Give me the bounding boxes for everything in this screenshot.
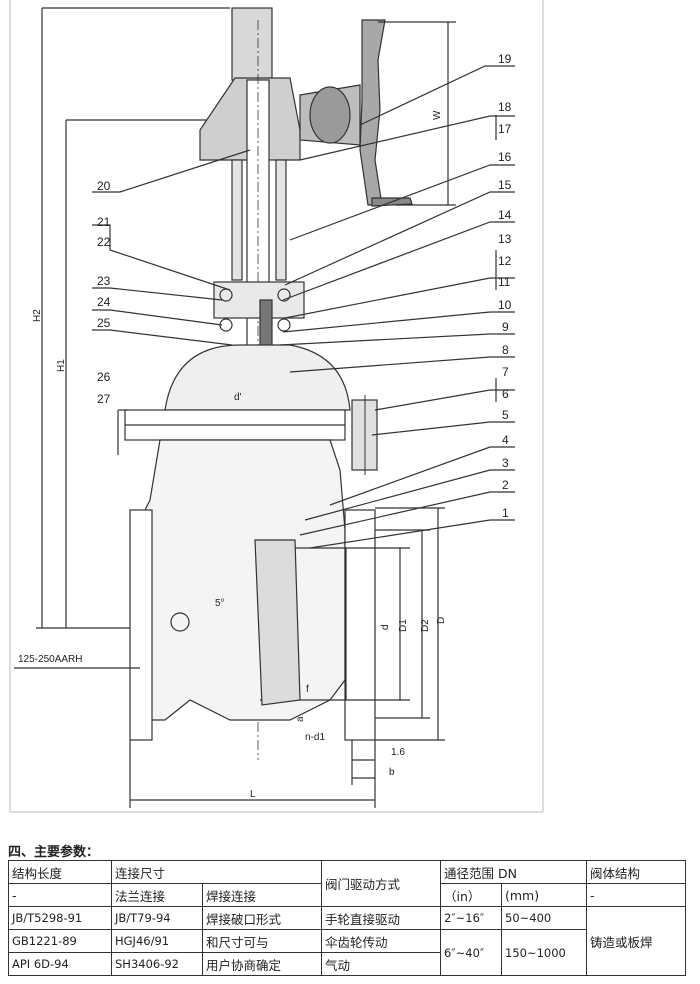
header-mm: (mm) — [501, 883, 587, 907]
cell-dash: - — [8, 883, 112, 907]
cell-mm-1: 50~400 — [501, 906, 587, 930]
part-label-3: 3 — [502, 456, 509, 470]
parameter-table: 结构长度 连接尺寸 阀门驱动方式 通径范围 DN 阀体结构 - 法兰连接 焊接连… — [8, 860, 686, 976]
part-label-12: 12 — [498, 254, 512, 268]
dim-b: b — [389, 767, 395, 778]
dim-H2: H2 — [32, 309, 43, 322]
header-length: 结构长度 — [8, 860, 112, 884]
cell-flange-2: HGJ46/91 — [111, 929, 203, 953]
header-body: 阀体结构 — [586, 860, 686, 884]
cell-weld-2: 和尺寸可与 — [202, 929, 322, 953]
part-label-26: 26 — [97, 370, 111, 384]
part-label-20: 20 — [97, 179, 111, 193]
part-label-22: 22 — [97, 235, 111, 249]
part-label-24: 24 — [97, 295, 111, 309]
dim-D: D — [436, 617, 447, 624]
header-drive: 阀门驱动方式 — [321, 860, 441, 907]
part-label-13: 13 — [498, 232, 512, 246]
cell-drive-1: 手轮直接驱动 — [321, 906, 441, 930]
part-label-25: 25 — [97, 316, 111, 330]
part-label-27: 27 — [97, 392, 111, 406]
dim-angle: 5° — [215, 598, 225, 609]
cell-weld-3: 用户协商确定 — [202, 952, 322, 976]
dim-H1: H1 — [56, 359, 67, 372]
gate-valve-section-drawing: 19 18 17 16 15 14 13 12 11 10 9 8 7 6 5 … — [9, 0, 544, 813]
cell-in-2: 6″~40″ — [440, 929, 502, 976]
table-row: API 6D-94 SH3406-92 用户协商确定 气动 — [8, 952, 686, 976]
part-label-10: 10 — [498, 298, 512, 312]
cell-weld-1: 焊接破口形式 — [202, 906, 322, 930]
seal-mark: f — [306, 684, 309, 695]
cell-flange-3: SH3406-92 — [111, 952, 203, 976]
table-row: GB1221-89 HGJ46/91 和尺寸可与 伞齿轮传动 6″~40″ 15… — [8, 929, 686, 976]
dim-a: a — [295, 716, 306, 722]
dim-D1: D1 — [398, 619, 409, 632]
part-label-8: 8 — [502, 343, 509, 357]
part-label-14: 14 — [498, 208, 512, 222]
table-row: 结构长度 连接尺寸 阀门驱动方式 通径范围 DN 阀体结构 — [8, 860, 686, 907]
section-title: 四、主要参数： — [8, 845, 100, 860]
part-label-21: 21 — [97, 215, 111, 229]
cell-length-2: GB1221-89 — [8, 929, 112, 953]
dim-d-prime: d' — [234, 392, 242, 403]
header-weld: 焊接连接 — [202, 883, 322, 907]
part-label-18: 18 — [498, 100, 512, 114]
header-connection: 连接尺寸 — [111, 860, 322, 884]
dim-D2: D2 — [420, 619, 431, 632]
part-label-23: 23 — [97, 274, 111, 288]
part-label-9: 9 — [502, 320, 509, 334]
dim-d: d — [380, 624, 391, 630]
header-flange: 法兰连接 — [111, 883, 203, 907]
cell-drive-3: 气动 — [321, 952, 441, 976]
cell-mm-2: 150~1000 — [501, 929, 587, 976]
cell-flange-1: JB/T79-94 — [111, 906, 203, 930]
part-label-17: 17 — [498, 122, 512, 136]
cell-length-1: JB/T5298-91 — [8, 906, 112, 930]
table-row: - 法兰连接 焊接连接 （in） (mm) - — [8, 883, 686, 907]
part-label-15: 15 — [498, 178, 512, 192]
surface-finish: 125-250AARH — [18, 654, 82, 665]
dim-L: L — [250, 789, 256, 800]
cell-in-1: 2″~16″ — [440, 906, 502, 930]
header-dn: 通径范围 DN — [440, 860, 587, 884]
cell-dash: - — [586, 883, 686, 907]
cell-drive-2: 伞齿轮传动 — [321, 929, 441, 953]
dim-W: W — [432, 110, 443, 120]
dim-n-d1: n-d1 — [305, 732, 325, 743]
header-in: （in） — [440, 883, 502, 907]
cell-length-3: API 6D-94 — [8, 952, 112, 976]
dim-f: 1.6 — [391, 747, 405, 758]
part-label-6: 6 — [502, 387, 509, 401]
part-label-16: 16 — [498, 150, 512, 164]
part-label-5: 5 — [502, 408, 509, 422]
part-label-7: 7 — [502, 365, 509, 379]
part-label-11: 11 — [498, 275, 511, 289]
valve-drawing: 19 18 17 16 15 14 13 12 11 10 9 8 7 6 5 … — [9, 0, 544, 813]
part-label-19: 19 — [498, 52, 512, 66]
cell-body: 铸造或板焊 — [586, 906, 686, 976]
part-label-2: 2 — [502, 478, 509, 492]
part-label-1: 1 — [502, 506, 509, 520]
table-row: JB/T5298-91 JB/T79-94 焊接破口形式 手轮直接驱动 2″~1… — [8, 906, 686, 976]
part-label-4: 4 — [502, 433, 509, 447]
